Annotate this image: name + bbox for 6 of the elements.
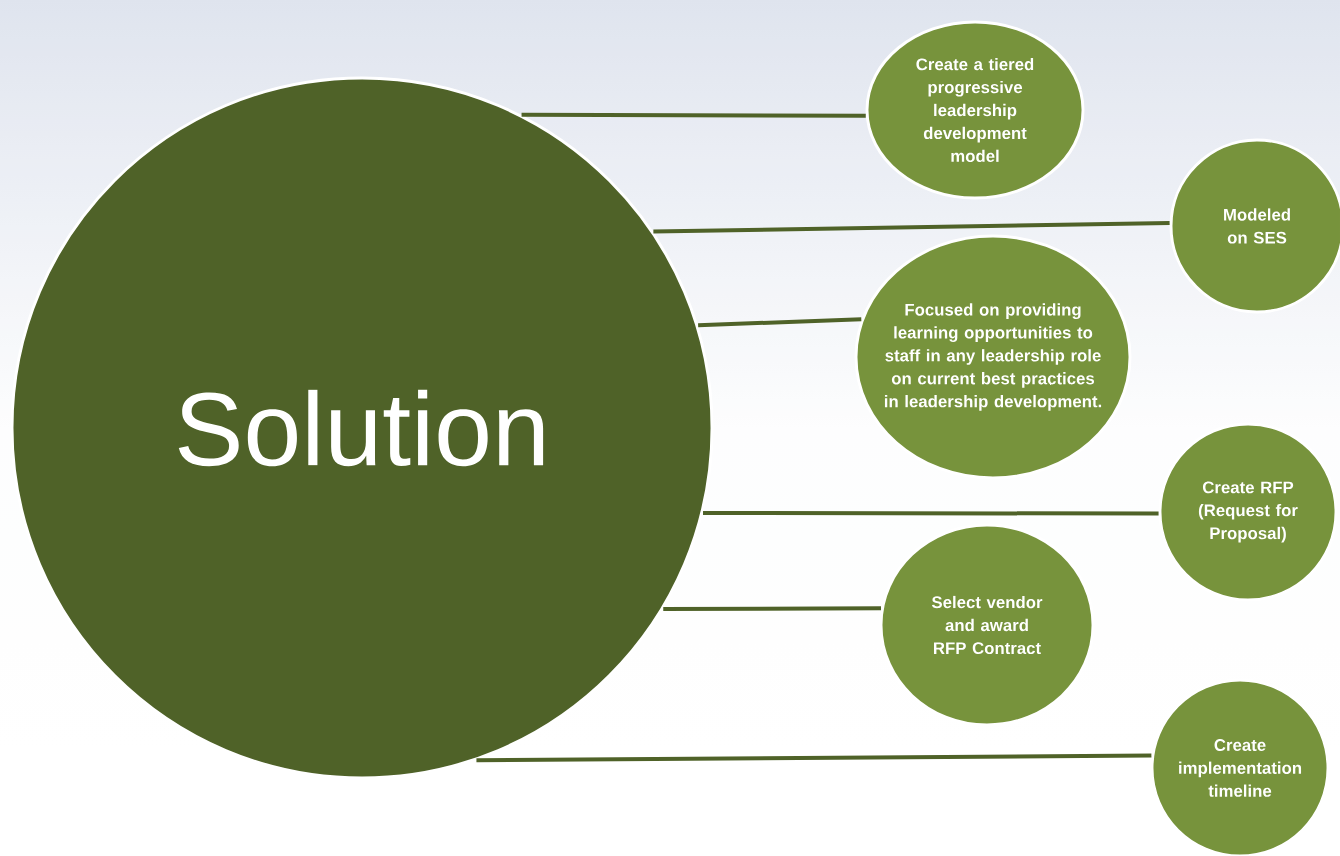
connector-line — [521, 112, 866, 118]
connector-line — [698, 317, 862, 328]
connector-line — [663, 606, 882, 611]
connector-line — [653, 220, 1170, 234]
connector-line — [476, 753, 1152, 763]
connector-line — [703, 511, 1159, 516]
